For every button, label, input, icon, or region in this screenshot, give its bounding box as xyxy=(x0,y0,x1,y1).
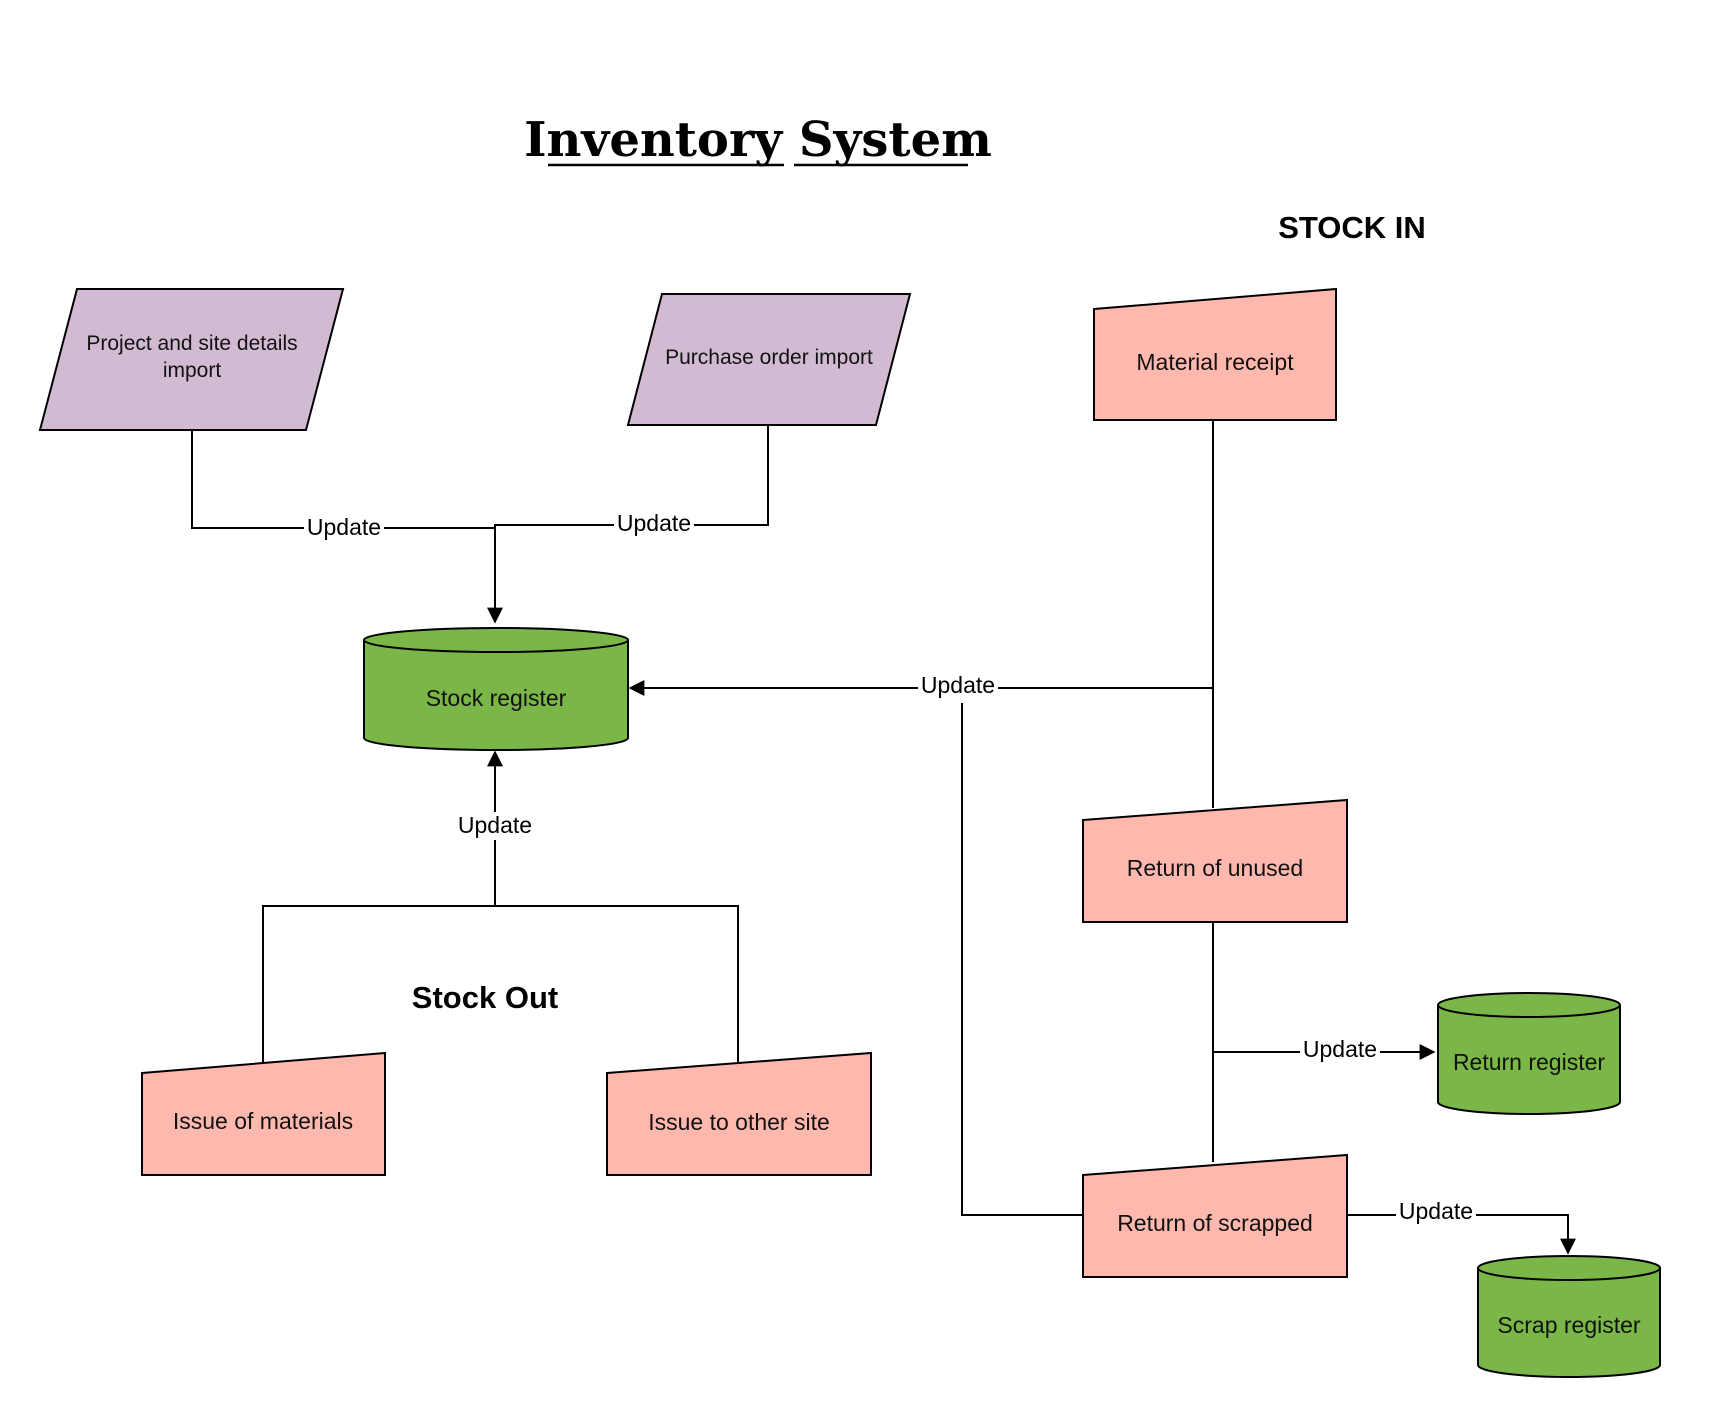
stock-out-heading: Stock Out xyxy=(412,980,558,1015)
svg-text:Update: Update xyxy=(307,514,381,540)
issue-other-site-label: Issue to other site xyxy=(648,1109,830,1135)
project-import-node[interactable]: Project and site details import xyxy=(38,288,345,431)
svg-text:Update: Update xyxy=(1399,1198,1473,1224)
material-receipt-label: Material receipt xyxy=(1136,349,1294,375)
edge-label-stockin-update: Update xyxy=(918,672,998,700)
project-import-label-2: import xyxy=(163,359,222,382)
edge-label-return-update: Update xyxy=(1300,1036,1380,1064)
edge-label-project-update: Update xyxy=(304,514,384,542)
edge-label-stockout-update: Update xyxy=(454,812,536,840)
return-scrapped-node[interactable]: Return of scrapped xyxy=(1082,1153,1348,1278)
scrap-register-label: Scrap register xyxy=(1497,1312,1641,1338)
scrap-register-node[interactable]: Scrap register xyxy=(1477,1255,1661,1378)
stock-register-node[interactable]: Stock register xyxy=(363,627,629,751)
purchase-import-label: Purchase order import xyxy=(665,346,873,369)
svg-text:Update: Update xyxy=(458,812,532,838)
return-register-node[interactable]: Return register xyxy=(1437,992,1621,1115)
edge-project-to-register xyxy=(191,430,495,529)
issue-materials-label: Issue of materials xyxy=(173,1108,353,1134)
edge-label-scrap-update: Update xyxy=(1396,1198,1476,1226)
stock-register-label: Stock register xyxy=(426,685,567,711)
material-receipt-node[interactable]: Material receipt xyxy=(1093,287,1337,421)
edge-stockout-branch xyxy=(262,905,739,1062)
project-import-label-1: Project and site details xyxy=(86,332,297,355)
return-register-label: Return register xyxy=(1453,1049,1605,1075)
edge-label-purchase-update: Update xyxy=(614,510,694,538)
svg-text:Update: Update xyxy=(921,672,995,698)
issue-other-site-node[interactable]: Issue to other site xyxy=(606,1051,872,1176)
return-scrapped-label: Return of scrapped xyxy=(1117,1210,1313,1236)
edge-scrapped-loop xyxy=(961,703,1082,1216)
diagram-title: Inventory System xyxy=(524,112,992,168)
return-unused-label: Return of unused xyxy=(1127,855,1303,881)
stock-in-heading: STOCK IN xyxy=(1278,210,1426,245)
purchase-import-node[interactable]: Purchase order import xyxy=(626,293,912,426)
return-unused-node[interactable]: Return of unused xyxy=(1082,798,1348,923)
svg-text:Update: Update xyxy=(1303,1036,1377,1062)
svg-text:Update: Update xyxy=(617,510,691,536)
issue-materials-node[interactable]: Issue of materials xyxy=(141,1051,386,1176)
